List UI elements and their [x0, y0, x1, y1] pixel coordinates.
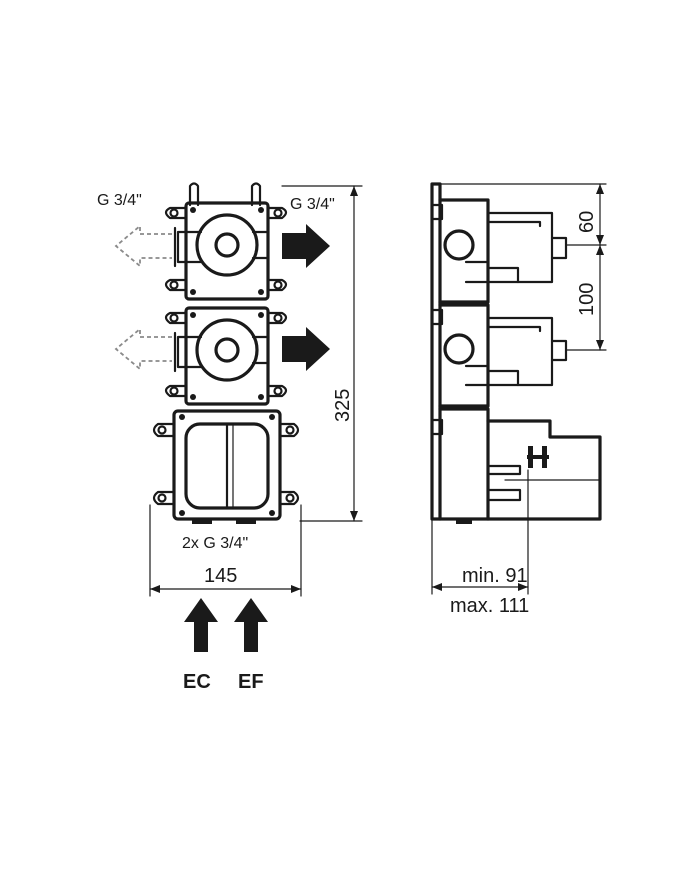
- depth-min-label: min. 91: [462, 565, 528, 587]
- upper-module-side: [438, 198, 568, 304]
- top-mounting-tabs: [188, 182, 262, 207]
- side-view: 60 100 min. 91 max. 111: [430, 182, 607, 617]
- inlet-cold-label: EF: [238, 671, 264, 693]
- vertical-dimensions: [439, 183, 607, 351]
- width-dimension-label: 145: [204, 565, 237, 587]
- outlet-arrow-upper: [282, 224, 330, 268]
- outlet-left-label: G 3/4": [97, 192, 142, 209]
- thermostatic-body-side: [438, 407, 602, 524]
- outlet-right-label: G 3/4": [290, 196, 335, 213]
- depth-max-label: max. 111: [450, 595, 529, 617]
- optional-outlet-arrow-upper: [114, 224, 172, 268]
- depth-dimension: [431, 469, 529, 595]
- inlet-arrow-cold: [234, 598, 268, 652]
- lower-valve-module: [164, 306, 288, 406]
- optional-outlet-arrow-lower: [114, 327, 172, 371]
- height-dimension-label: 325: [332, 389, 354, 422]
- thermostatic-body: [152, 409, 300, 524]
- height-dimension: [281, 185, 363, 522]
- module-spacing-label: 100: [576, 283, 598, 316]
- lower-module-side: [438, 303, 568, 408]
- outlet-arrow-lower: [282, 327, 330, 371]
- inlet-arrow-hot: [184, 598, 218, 652]
- inlet-hot-label: EC: [183, 671, 211, 693]
- front-view: G 3/4" G 3/4" 325 2x G 3/4" 145: [97, 182, 363, 693]
- upper-valve-module: [164, 201, 288, 301]
- upper-offset-label: 60: [576, 211, 598, 233]
- inlet-label: 2x G 3/4": [182, 535, 248, 552]
- width-dimension: [149, 504, 302, 597]
